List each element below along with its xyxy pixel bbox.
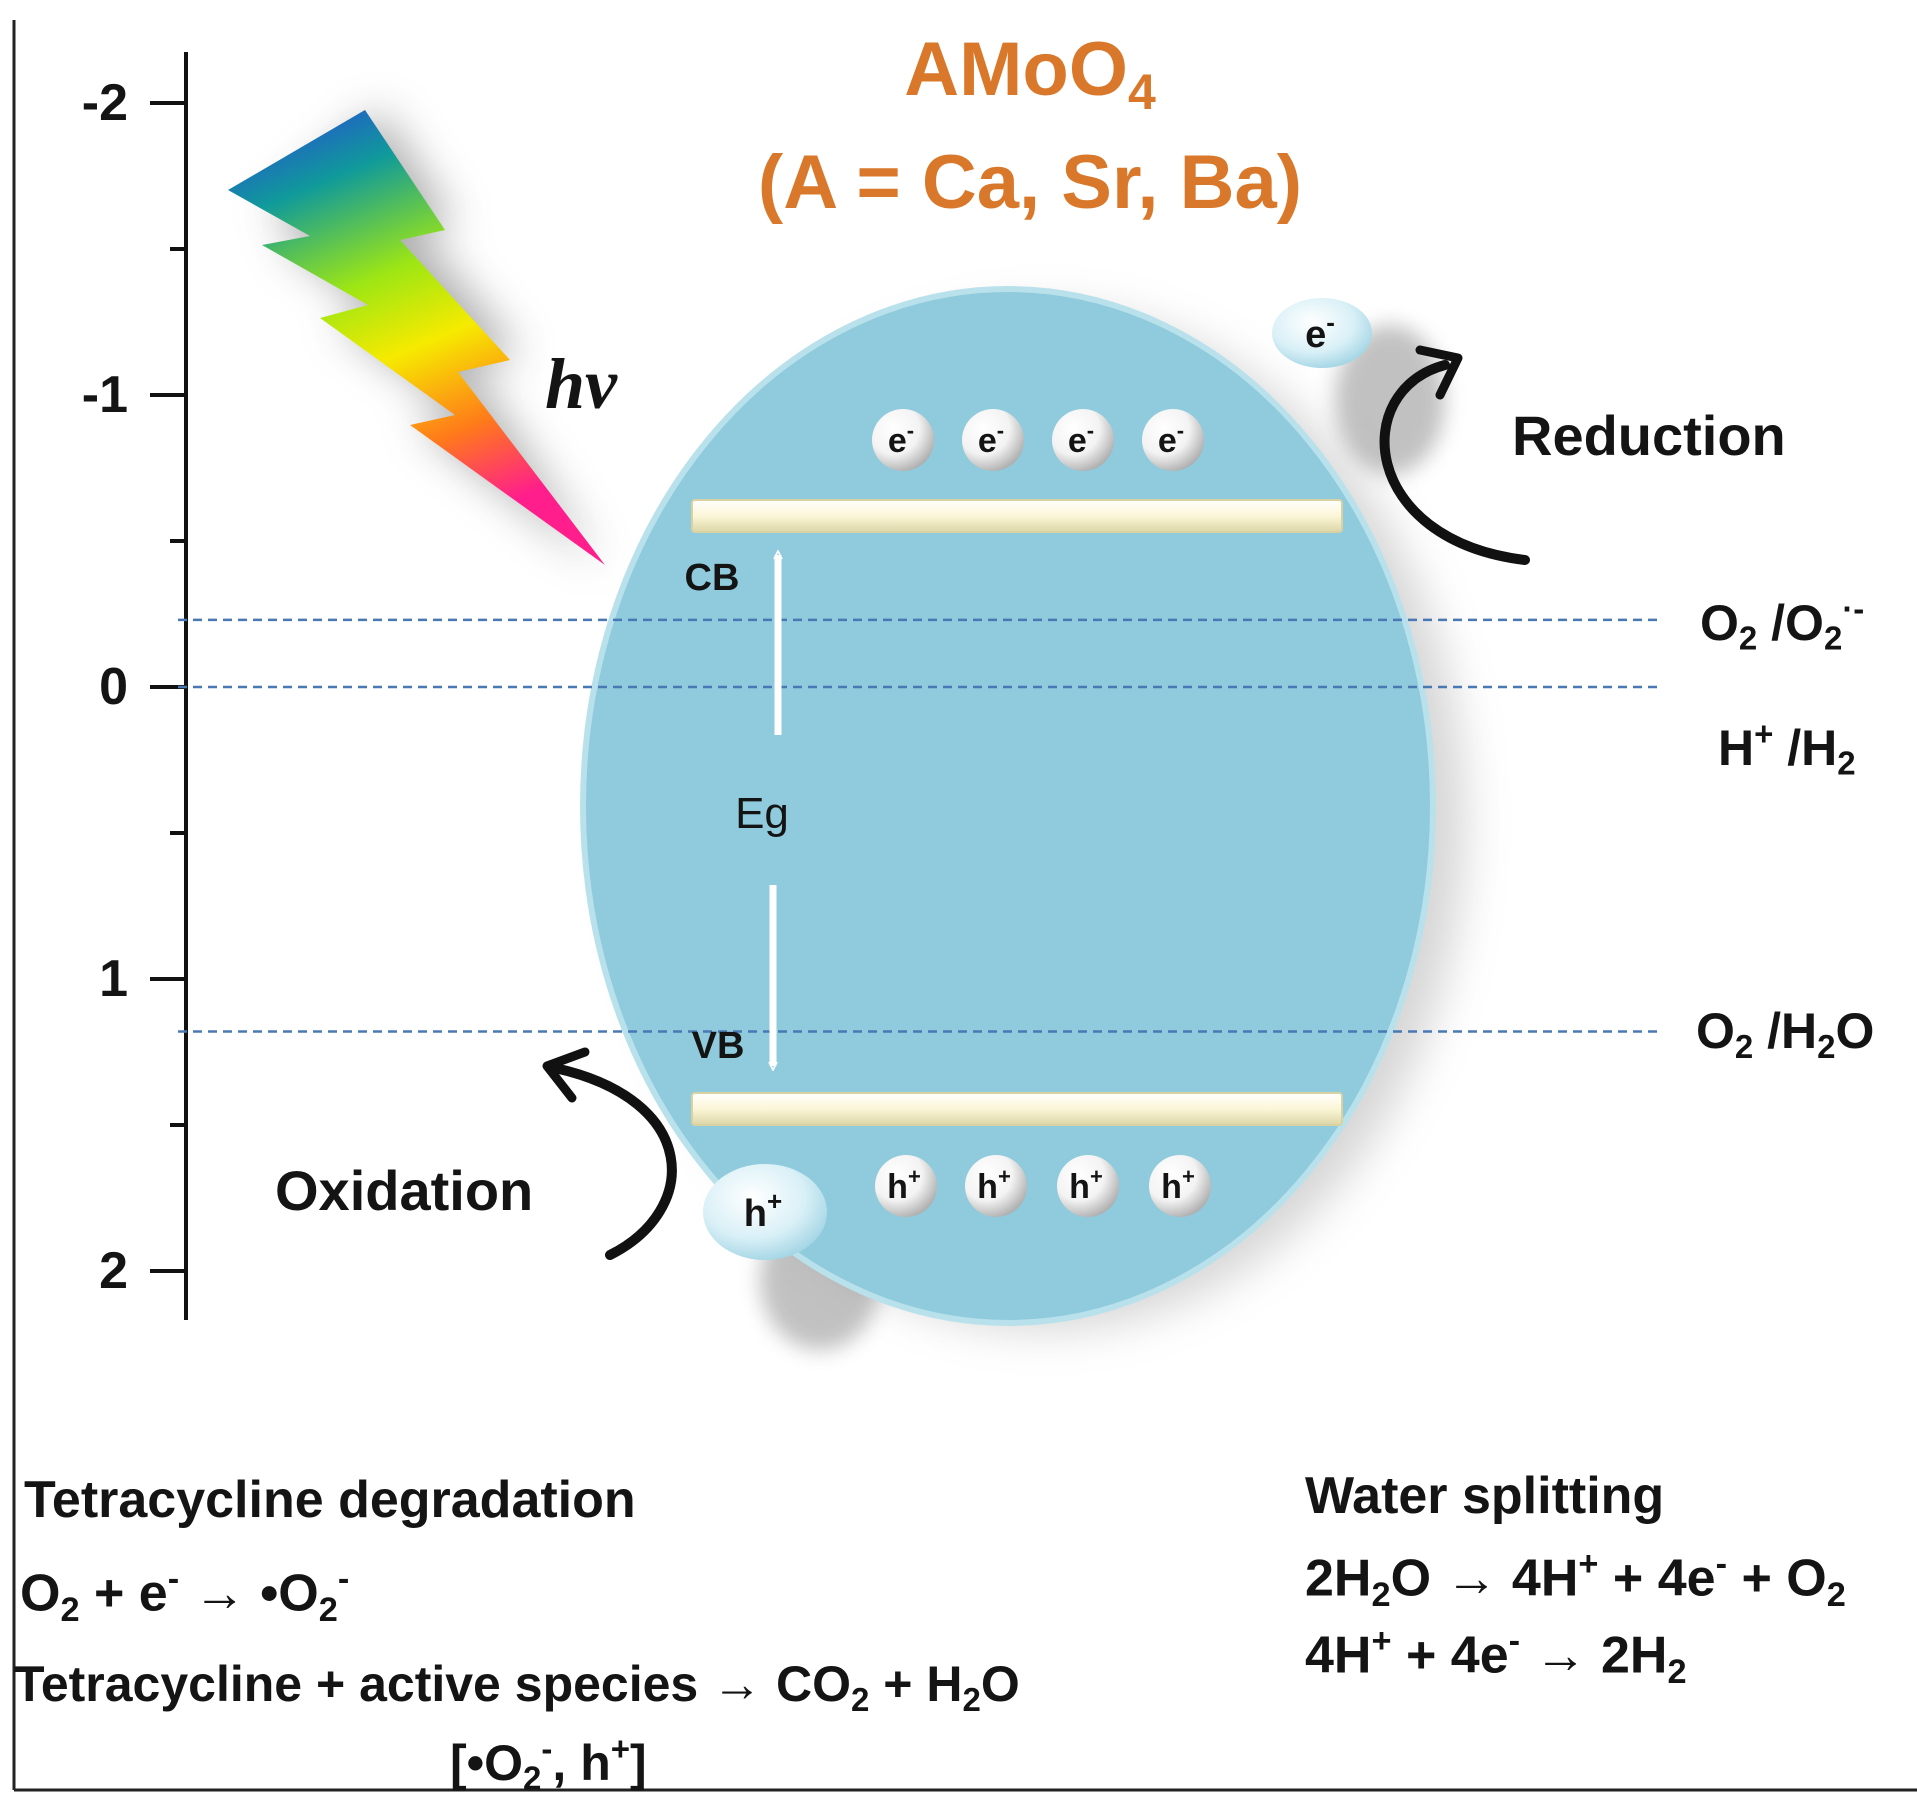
electron: e- <box>1052 409 1114 471</box>
band-gap-label: Eg <box>735 789 789 838</box>
left-equation-2: Tetracycline + active species → CO2 + H2… <box>14 1656 1020 1718</box>
svg-text:h+: h+ <box>887 1164 921 1206</box>
electron: e- <box>872 409 934 471</box>
energy-axis: -2 -1 0 1 2 <box>82 52 188 1320</box>
axis-tick-label: 0 <box>99 658 128 716</box>
right-equation-1: 2H2O → 4H+ + 4e- + O2 <box>1305 1545 1846 1614</box>
right-equation-2: 4H+ + 4e- → 2H2 <box>1305 1622 1687 1691</box>
valence-band <box>691 1092 1343 1126</box>
potential-label-h-h2: H+ /H2 <box>1718 715 1856 782</box>
left-heading: Tetracycline degradation <box>24 1471 636 1529</box>
electron: e- <box>1142 409 1204 471</box>
oxidation-arrow-icon <box>542 1047 677 1260</box>
light-bolt-icon <box>228 110 605 565</box>
holes: h+ h+ h+ h+ <box>875 1155 1211 1217</box>
svg-text:h+: h+ <box>1069 1164 1103 1206</box>
semiconductor-particle <box>580 286 1436 1326</box>
hv-label: hv <box>545 344 618 424</box>
title-formula: AMoO4 <box>904 27 1156 120</box>
electrons: e-e-e-e- <box>872 409 1204 471</box>
axis-tick-label: 2 <box>99 1242 128 1300</box>
svg-text:e-: e- <box>1158 418 1184 460</box>
shadow-blob <box>1335 325 1445 475</box>
potential-label-o2-h2o: O2 /H2O <box>1696 1002 1875 1065</box>
reduction-label: Reduction <box>1512 404 1786 467</box>
svg-text:e-: e- <box>888 418 914 460</box>
left-equation-1: O2 + e- → •O2- <box>20 1560 350 1629</box>
electron: e- <box>962 409 1024 471</box>
hole: h+ <box>1057 1155 1119 1217</box>
left-equation-3: [•O2-, h+] <box>450 1730 647 1797</box>
svg-text:e-: e- <box>1305 307 1335 356</box>
svg-text:e-: e- <box>978 418 1004 460</box>
axis-tick-label: -1 <box>82 366 128 424</box>
escaped-electron: e- <box>1272 298 1372 368</box>
cb-label: CB <box>685 557 740 599</box>
hole: h+ <box>1149 1155 1211 1217</box>
potential-label-o2-superoxide: O2 /O2·- <box>1700 589 1865 657</box>
hole: h+ <box>875 1155 937 1217</box>
svg-text:h+: h+ <box>1161 1164 1195 1206</box>
axis-tick-label: 1 <box>99 950 128 1008</box>
title-subtitle: (A = Ca, Sr, Ba) <box>758 140 1302 225</box>
svg-text:h+: h+ <box>977 1164 1011 1206</box>
right-heading: Water splitting <box>1305 1467 1665 1525</box>
svg-text:h+: h+ <box>744 1186 782 1235</box>
hole: h+ <box>965 1155 1027 1217</box>
conduction-band <box>691 499 1343 533</box>
potential-lines <box>178 618 1660 1033</box>
reduction-arrow-icon <box>1379 345 1530 565</box>
escaped-hole: h+ <box>703 1164 827 1260</box>
oxidation-label: Oxidation <box>275 1159 533 1222</box>
axis-tick-label: -2 <box>82 74 128 132</box>
vb-label: VB <box>692 1025 745 1067</box>
svg-text:e-: e- <box>1068 418 1094 460</box>
